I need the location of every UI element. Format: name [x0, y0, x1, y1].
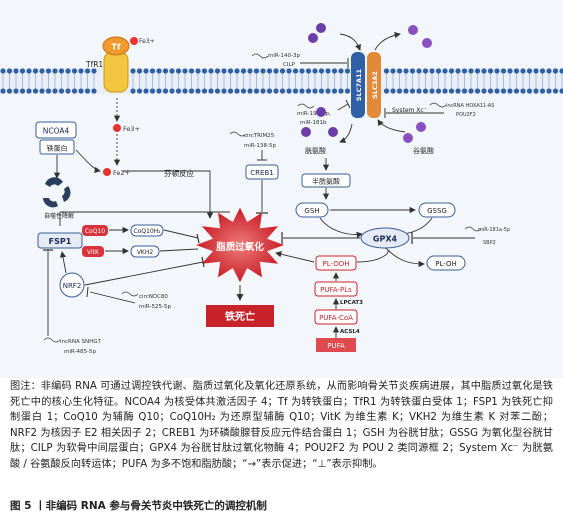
fe3-top-label: Fe3+: [139, 38, 155, 45]
pou2f2-label: POU2F2: [456, 112, 476, 118]
cilp-label: CILP: [283, 62, 296, 68]
vitk-label: VitK: [87, 249, 100, 256]
pufa-label: PUFA: [327, 342, 345, 350]
vkh2-label: VKH2: [137, 249, 154, 256]
cystine-label: 胱氨酸: [305, 146, 326, 155]
acsl4-label: ACSL4: [340, 329, 360, 335]
pufa-pls-label: PUFA-PLs: [320, 286, 352, 294]
cystine-molecules: [301, 23, 338, 137]
lipid-peroxidation-label: 脂质过氧化: [215, 241, 264, 253]
gsh-label: GSH: [304, 207, 319, 215]
tf-receptor: Tf Fe3+ TfR1: [85, 36, 155, 93]
fe2-label: Fe2+: [113, 169, 130, 177]
pufa-coa-label: PUFA-CoA: [319, 314, 353, 322]
pl-ooh-label: PL-OOH: [322, 260, 349, 268]
coq10-label: CoQ10: [85, 228, 105, 235]
pl-oh-label: PL-OH: [435, 260, 457, 268]
cell-membrane: [0, 68, 563, 94]
mir485-label: miR-485-5p: [64, 349, 96, 355]
system-xc-transporter: SLC7A11 SLC3A2: [351, 52, 381, 118]
slc3a2-label: SLC3A2: [371, 71, 379, 99]
fsp1-label: FSP1: [49, 237, 72, 246]
tf-label: Tf: [112, 43, 121, 52]
mir140-label: miR-140-3p: [268, 53, 300, 59]
coq10h2-label: CoQ10H₂: [133, 228, 161, 235]
gssg-label: GSSG: [427, 207, 447, 215]
fenton-label: 芬顿反应: [164, 168, 194, 178]
gpx4-label: GPX4: [373, 235, 398, 244]
cysteine-label: 半胱氨酸: [312, 177, 340, 186]
circtrim25-label: circTRIM25: [244, 133, 275, 139]
mir181b-label: miR-181b: [300, 120, 327, 126]
tfr1-label: TfR1: [85, 60, 103, 69]
ferritin-label: 铁蛋白: [47, 144, 68, 153]
lpcat3-label: LPCAT3: [340, 300, 363, 306]
nrf2-label: NRF2: [63, 282, 82, 290]
autophagy-label: 自噬性降解: [44, 212, 74, 220]
lipid-peroxidation-node: 脂质过氧化: [196, 207, 284, 283]
circndc80-label: circNDC80: [139, 294, 168, 300]
fe3-inner-label: Fe3+: [123, 125, 140, 133]
figure-caption: 图注：非编码 RNA 可通过调控铁代谢、脂质过氧化及氧化还原系统，从而影响骨关节…: [10, 381, 553, 470]
ncoa4-label: NCOA4: [43, 127, 70, 136]
mir5253-label: miR-525-5p: [139, 304, 171, 310]
snhg7-label: lncRNA SNHG7: [60, 339, 101, 345]
system-xc-label: System Xc⁻: [392, 107, 427, 114]
slc7a11-label: SLC7A11: [355, 68, 363, 101]
glutamate-label: 谷氨酸: [413, 146, 434, 155]
mir138-label: miR-138-5p: [244, 143, 276, 149]
mir19b-label: miR-19b-3p、: [297, 111, 334, 117]
glutamate-molecules: [403, 25, 432, 143]
hoxa11-label: lncRNA HOXA11-AS: [446, 103, 494, 109]
ferroptosis-diagram: Tf Fe3+ TfR1 Fe3+ NCOA4 铁蛋白 Fe2+ 自噬性降解 芬…: [0, 0, 563, 378]
autophagy-icon: [43, 177, 71, 208]
mir181a-label: miR-181a-5p: [478, 227, 510, 233]
sbp2-label: SBP2: [483, 240, 496, 246]
figure-title: 图 5 丨非编码 RNA 参与骨关节炎中铁死亡的调控机制: [10, 500, 267, 512]
creb1-label: CREB1: [250, 169, 273, 177]
ferroptosis-label: 铁死亡: [225, 310, 255, 323]
